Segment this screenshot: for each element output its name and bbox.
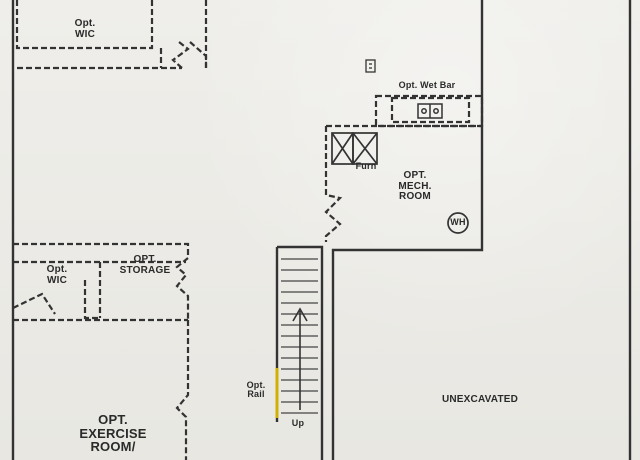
stair-left-wall <box>277 245 324 460</box>
top-outlet-symbol <box>365 59 376 73</box>
upper-wic-wall <box>15 0 154 50</box>
water-heater-label: WH <box>450 217 466 227</box>
left-angled-door <box>12 292 56 315</box>
upper-wic-label: Opt. WIC <box>74 18 96 40</box>
exercise-room-label: OPT. EXERCISE ROOM/ <box>79 412 147 455</box>
wet-bar-inner <box>390 96 471 124</box>
wet-bar-sink <box>417 103 443 119</box>
storage-label: OPT. STORAGE <box>119 254 171 276</box>
left-storage-wall <box>13 242 190 258</box>
upper-room-dashed-wall <box>17 41 190 70</box>
water-heater-symbol <box>447 212 469 234</box>
left-wic-label: Opt. WIC <box>46 264 68 286</box>
left-wic-door <box>83 280 100 320</box>
wet-bar-label: Opt. Wet Bar <box>398 80 456 90</box>
optional-rail-label: Opt. Rail <box>246 380 266 400</box>
stair-up-label: Up <box>291 418 305 428</box>
mech-room-left-dashed-wall <box>324 124 482 242</box>
furnace-label: Furn <box>355 161 377 171</box>
stair-opening-wall <box>331 0 484 460</box>
unexcavated-label: UNEXCAVATED <box>441 394 519 405</box>
storage-right-door <box>175 257 190 320</box>
mechanical-room-label: OPT. MECH. ROOM <box>398 170 432 202</box>
exercise-room-right-wall <box>175 320 190 460</box>
stair-direction-arrow <box>292 307 308 410</box>
furnace-boxes <box>331 132 378 165</box>
